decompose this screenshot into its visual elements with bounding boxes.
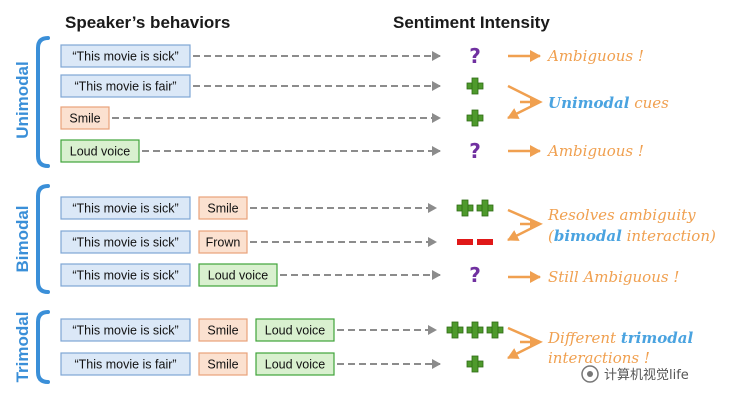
bracket-bimodal: [36, 184, 50, 294]
verbal-behavior-label: “This movie is sick”: [72, 50, 178, 64]
outcome-ambiguous-1: Ambiguous !: [546, 47, 644, 65]
acoustic-behavior-label: Loud voice: [70, 145, 131, 159]
verbal-behavior-label: “This movie is sick”: [72, 202, 178, 216]
visual-behavior-box: [198, 352, 248, 376]
visual-behavior-box: [198, 230, 248, 254]
sentiment-question-icon: ?: [469, 139, 481, 163]
acoustic-behavior-box: [198, 263, 278, 287]
watermark-logo-icon-inner: [587, 371, 593, 377]
acoustic-behavior-label: Loud voice: [265, 324, 326, 338]
verbal-behavior-label: “This movie is sick”: [72, 269, 178, 283]
verbal-behavior-label: “This movie is sick”: [72, 324, 178, 338]
acoustic-behavior-label: Loud voice: [265, 358, 326, 372]
bracket-trimodal: [36, 310, 50, 384]
verbal-behavior-box: [60, 196, 191, 220]
sentiment-question-icon: ?: [469, 263, 481, 287]
outcome-trimodal-line1: Different trimodal: [547, 329, 693, 347]
outcome-still-ambiguous: Still Ambiguous !: [548, 268, 679, 286]
outcome-arrows: [507, 50, 543, 360]
visual-behavior-label: Smile: [207, 324, 238, 338]
verbal-behavior-label: “This movie is fair”: [74, 80, 176, 94]
acoustic-behavior-box: [60, 139, 140, 163]
behavior-row: “This movie is sick” Frown: [60, 230, 437, 254]
sentiment-plus-icon: [466, 355, 484, 373]
acoustic-behavior-box: [255, 352, 335, 376]
outcome-ambiguous-2: Ambiguous !: [546, 142, 644, 160]
sentiment-minus-icon: [457, 239, 473, 245]
visual-behavior-box: [60, 106, 110, 130]
outcome-unimodal-cues: Unimodal cues: [548, 94, 669, 112]
acoustic-behavior-label: Loud voice: [208, 269, 269, 283]
behavior-row: “This movie is fair”: [60, 74, 441, 98]
sentiment-plus-icon: [466, 321, 484, 339]
watermark-text: 计算机视觉life: [604, 368, 689, 383]
header-speaker-behaviors: Speaker’s behaviors: [65, 13, 230, 32]
visual-behavior-label: Smile: [69, 112, 100, 126]
behavior-row: Loud voice: [60, 139, 441, 163]
group-label-bimodal: Bimodal: [13, 205, 32, 272]
sentiment-plus-icon: [446, 321, 464, 339]
acoustic-behavior-box: [255, 318, 335, 342]
watermark: 计算机视觉life: [581, 365, 689, 383]
sentiment-plus-icon: [456, 199, 474, 217]
verbal-behavior-box: [60, 230, 191, 254]
behavior-row: “This movie is sick” Smile Loud voice: [60, 318, 437, 342]
group-label-trimodal: Trimodal: [13, 312, 32, 383]
group-label-unimodal: Unimodal: [13, 61, 32, 138]
visual-behavior-box: [198, 196, 248, 220]
sentiment-signs: ???: [446, 44, 504, 373]
verbal-behavior-box: [60, 352, 191, 376]
watermark-logo-icon: [581, 365, 599, 383]
outcome-resolves-line1: Resolves ambiguity: [547, 206, 696, 224]
sentiment-minus-icon: [477, 239, 493, 245]
visual-behavior-label: Smile: [207, 358, 238, 372]
behavior-row: Smile: [60, 106, 441, 130]
sentiment-plus-icon: [466, 109, 484, 127]
header-sentiment-intensity: Sentiment Intensity: [393, 13, 550, 32]
sentiment-plus-icon: [486, 321, 504, 339]
outcome-trimodal-line2: interactions !: [548, 349, 650, 367]
outcome-resolves-line2: (bimodal interaction): [548, 227, 716, 245]
behavior-row: “This movie is fair” Smile Loud voice: [60, 352, 441, 376]
behavior-rows: “This movie is sick” “This movie is fair”…: [60, 44, 441, 376]
visual-behavior-label: Frown: [206, 236, 241, 250]
behavior-row: “This movie is sick” Smile: [60, 196, 437, 220]
verbal-behavior-label: “This movie is sick”: [72, 236, 178, 250]
sentiment-plus-icon: [466, 77, 484, 95]
sentiment-question-icon: ?: [469, 44, 481, 68]
verbal-behavior-label: “This movie is fair”: [74, 358, 176, 372]
behavior-row: “This movie is sick”: [60, 44, 441, 68]
behavior-row: “This movie is sick” Loud voice: [60, 263, 441, 287]
visual-behavior-box: [198, 318, 248, 342]
verbal-behavior-box: [60, 44, 191, 68]
sentiment-plus-icon: [476, 199, 494, 217]
bracket-unimodal: [36, 36, 50, 168]
verbal-behavior-box: [60, 74, 191, 98]
verbal-behavior-box: [60, 263, 191, 287]
verbal-behavior-box: [60, 318, 191, 342]
visual-behavior-label: Smile: [207, 202, 238, 216]
